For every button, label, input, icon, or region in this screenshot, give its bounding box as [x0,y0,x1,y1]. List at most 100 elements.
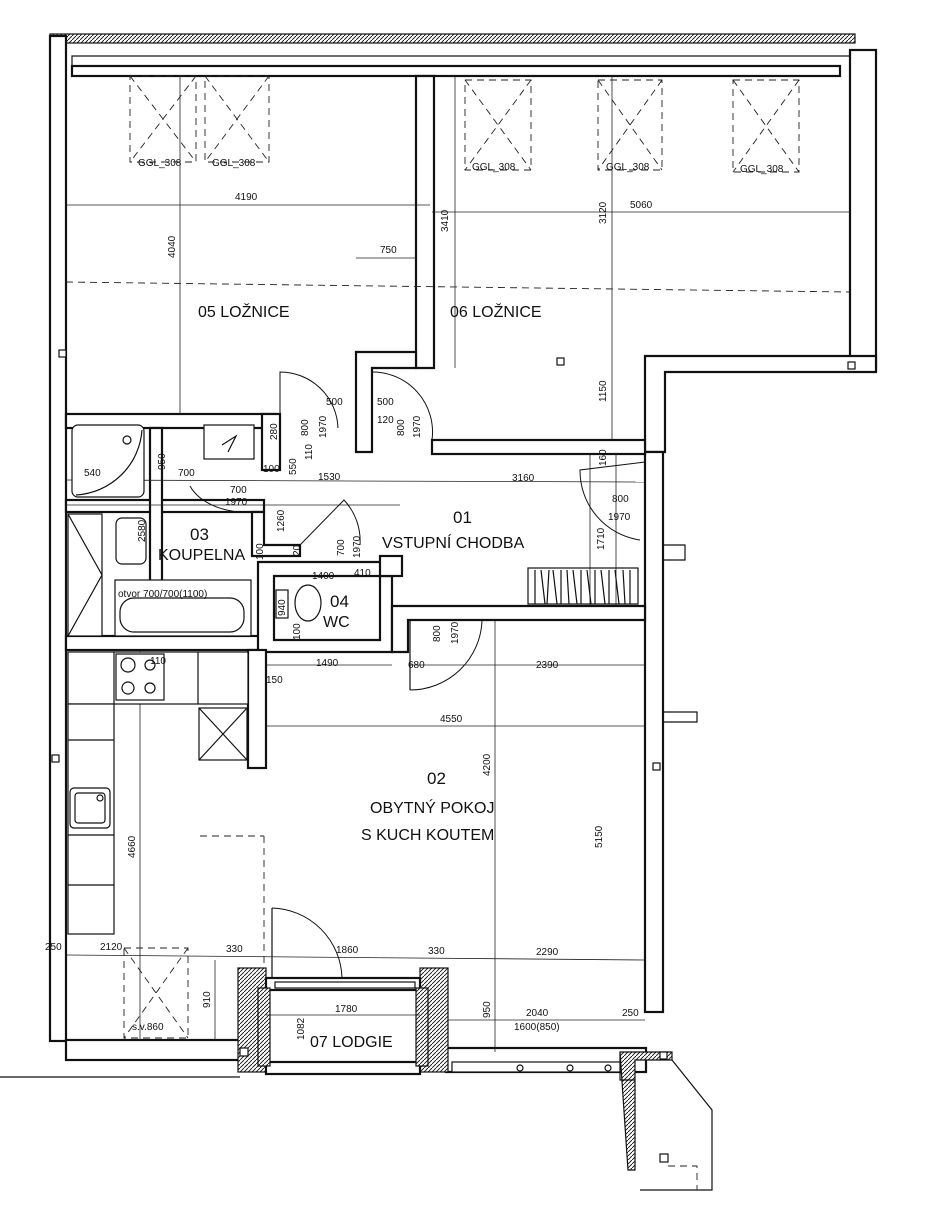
right-middle-wall [643,450,665,1014]
dim-label: 150 [266,675,283,686]
dim-label: 1970 [412,415,423,438]
dim-label: 1082 [296,1017,307,1040]
dim-label: 800 [432,625,443,642]
room-03-number: 03 [190,525,209,544]
room-07-label: 07 LODGIE [310,1034,393,1051]
room-05-label: 05 LOŽNICE [198,302,290,321]
dim-label: 3410 [440,209,451,232]
dim-label: 3160 [512,473,535,484]
bath-mid-wall [64,498,266,514]
washing-machine [203,424,255,460]
bath-bottom-wall [64,634,266,652]
lodgie-bottom-rail [264,1060,422,1076]
shower-drain [122,435,132,445]
room-06-label: 06 LOŽNICE [450,302,542,321]
room-04-number: 04 [330,592,349,611]
room-02-line1: OBYTNÝ POKOJ [370,798,494,817]
room-03-label: KOUPELNA [158,547,245,564]
dim-label: 1860 [336,945,359,956]
sill-note: s.v.860 [132,1022,164,1033]
window-label: GGL_308 [740,164,784,175]
bath-corner-wall [260,412,282,472]
dim-label: 1400 [312,571,335,582]
dim-label: 100 [292,623,303,640]
dim-label: 1970 [225,497,248,508]
dim-label: 680 [408,660,425,671]
dim-label: 1150 [598,380,609,402]
dim-label: 1530 [318,472,341,483]
fixtures [51,349,856,1073]
dim-label: 750 [380,245,397,256]
dim-label: 1600(850) [514,1022,560,1033]
dim-label: 800 [300,419,311,436]
dim-label: 5150 [594,825,605,848]
dim-label: 950 [157,453,168,470]
entry-mat [527,567,639,605]
dim-label: 950 [482,1001,493,1018]
dim-label: 540 [84,468,101,479]
corridor-bottom-wall [390,604,647,654]
toilet [294,584,322,622]
dim-label: 1260 [276,509,287,532]
opening-note: otvor 700/700(1100) [118,589,207,600]
dim-label: 410 [354,568,371,579]
dim-label: 110 [150,656,166,667]
dim-label: 1710 [596,527,607,550]
door-bathroom [189,485,253,513]
dim-label: 1490 [316,658,339,669]
bedroom-divider-wall [414,74,436,370]
dimension-labels: 4190 4040 750 3410 3120 5060 1150 500 50… [45,192,653,1040]
dim-label: 4660 [127,835,138,858]
roof-windows: GGL_308 GGL_308 GGL_308 GGL_308 GGL_308 [129,75,800,175]
stair-wall [619,1051,673,1171]
dim-label: 1970 [608,512,631,523]
dim-label: 1970 [352,535,363,558]
right-step-wall [643,354,878,454]
room-01-number: 01 [453,508,472,527]
door-lodgie [271,907,343,979]
top-wall [49,33,856,44]
dim-label: 2290 [536,947,559,958]
room-02-number: 02 [427,769,446,788]
roof-window-1: GGL_308 [129,75,197,169]
room-01-label: VSTUPNÍ CHODBA [382,533,525,552]
bottom-left-wall [64,1038,248,1062]
dim-label: 500 [377,397,394,408]
shower-tray [71,424,145,498]
dim-label: 800 [396,419,407,436]
door-wc [299,499,361,546]
window-label: GGL_308 [138,158,182,169]
door-living [409,619,483,691]
dim-label: 1780 [335,1004,358,1015]
dim-label: 1970 [450,621,461,644]
bathtub [114,579,252,637]
room-02-line2: S KUCH KOUTEM [361,827,494,844]
dim-label: 700 [230,485,247,496]
dim-label: 160 [598,449,609,466]
door-bedroom06 [371,368,434,441]
dim-label: 100 [255,543,266,560]
dim-label: 4190 [235,192,258,203]
window-label: GGL_308 [606,162,650,173]
dim-label: 4550 [440,714,463,725]
door-entrance [579,461,646,541]
room-labels: 05 LOŽNICE 06 LOŽNICE 01 VSTUPNÍ CHODBA … [118,302,542,1051]
dim-label: 110 [304,444,315,460]
dimension-lines [65,76,851,1052]
roof-window-3: GGL_308 [464,79,532,173]
door-bedroom05 [279,371,339,429]
dim-label: 940 [277,599,288,616]
kitchen-pillar [246,648,268,770]
roof-edge [71,55,855,66]
window-label: GGL_308 [212,158,256,169]
roof-window-4: GGL_308 [597,79,663,173]
dim-label: 800 [612,494,629,505]
right-upper-wall [848,48,878,370]
dim-label: 700 [178,468,195,479]
dim-label: 2580 [137,519,148,542]
dim-label: 250 [45,942,62,953]
dim-label: 700 [336,539,347,556]
dim-label: 5060 [630,200,653,211]
dim-label: 1970 [318,415,329,438]
dim-label: 4040 [167,235,178,258]
